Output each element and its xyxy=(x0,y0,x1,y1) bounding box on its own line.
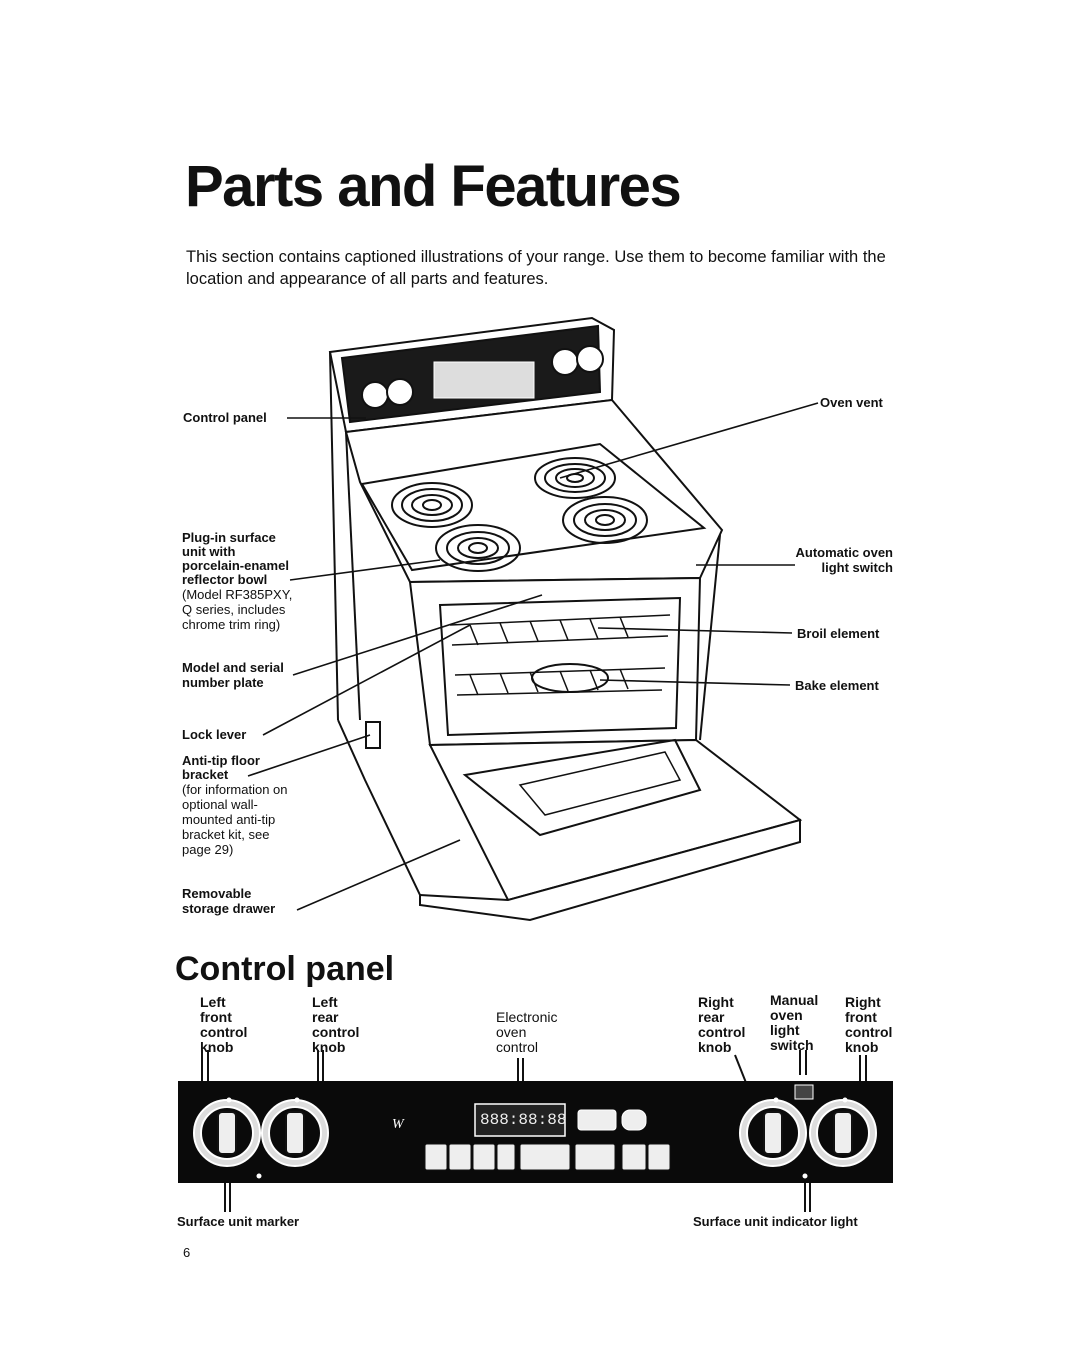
control-button-6 xyxy=(574,1143,616,1171)
oven-racks xyxy=(449,614,671,696)
label-model-2: number plate xyxy=(182,675,264,690)
control-button-8 xyxy=(647,1143,671,1171)
cp-right-front-line3: control xyxy=(845,1024,893,1040)
cp-manual-line3: light xyxy=(770,1022,800,1038)
label-antitip-note-5: page 29) xyxy=(182,842,234,857)
label-plugin-1: Plug-in surface xyxy=(182,530,276,545)
cp-right-front-line2: front xyxy=(845,1009,877,1025)
label-plugin-2: unit with xyxy=(182,544,236,559)
cp-manual-line1: Manual xyxy=(770,992,819,1008)
label-auto-light-1: Automatic oven xyxy=(795,545,893,560)
label-plugin-note-1: (Model RF385PXY, xyxy=(182,587,293,602)
electronic-display xyxy=(474,1103,566,1137)
cp-right-rear-line4: knob xyxy=(698,1039,732,1055)
storage-drawer xyxy=(419,818,801,922)
control-button-4 xyxy=(496,1143,516,1171)
cp-right-rear-line2: rear xyxy=(698,1009,725,1025)
burner-rear-left xyxy=(391,482,473,528)
control-button-3 xyxy=(472,1143,496,1171)
label-plugin-note-2: Q series, includes xyxy=(182,602,286,617)
anti-tip-bracket xyxy=(365,721,381,749)
cp-left-front-line1: Left xyxy=(200,994,226,1010)
cp-left-front-line3: control xyxy=(200,1024,248,1040)
cp-electronic-line1: Electronic xyxy=(496,1009,558,1025)
cp-manual-line4: switch xyxy=(770,1037,814,1053)
label-drawer-1: Removable xyxy=(182,886,252,901)
label-auto-light-2: light switch xyxy=(821,560,894,575)
label-antitip-note-1: (for information on xyxy=(182,782,288,797)
page-title: Parts and Features xyxy=(185,154,682,219)
page-number: 6 xyxy=(183,1245,191,1260)
svg-text:W: W xyxy=(392,1117,405,1132)
cooktop-surface xyxy=(360,442,707,572)
control-button-top-2 xyxy=(621,1109,647,1131)
cp-right-front-line1: Right xyxy=(845,994,881,1010)
control-button-7 xyxy=(621,1143,647,1171)
label-antitip-2: bracket xyxy=(182,767,229,782)
control-button-1 xyxy=(424,1143,448,1171)
cp-label-right-rear: Right rear control knob xyxy=(698,995,745,1055)
label-lock-lever: Lock lever xyxy=(182,727,247,742)
cp-left-rear-line1: Left xyxy=(312,994,338,1010)
cp-right-rear-line3: control xyxy=(698,1024,746,1040)
burner-front-right xyxy=(562,496,648,544)
cp-left-rear-line4: knob xyxy=(312,1039,346,1055)
control-button-2 xyxy=(448,1143,472,1171)
control-button-5 xyxy=(519,1143,571,1171)
knob-right-front xyxy=(809,1099,877,1167)
label-plugin-note-3: chrome trim ring) xyxy=(182,617,281,632)
cp-left-rear-line2: rear xyxy=(312,1009,339,1025)
electronic-oven-control: W xyxy=(392,1103,671,1171)
cp-label-manual-light: Manual oven light switch xyxy=(770,993,818,1053)
cp-right-front-line4: knob xyxy=(845,1039,879,1055)
backguard-knob-right-2 xyxy=(576,345,604,373)
backguard-knob-left-2 xyxy=(386,378,414,406)
cp-manual-line2: oven xyxy=(770,1007,803,1023)
oven-door-window xyxy=(462,738,702,837)
indicator-light-dot xyxy=(802,1173,808,1179)
bake-element-loop xyxy=(531,663,609,693)
label-antitip-note-4: bracket kit, see xyxy=(182,827,270,842)
display-readout: 888:88:88 xyxy=(480,1111,567,1129)
cp-label-electronic: Electronic oven control xyxy=(496,1010,557,1055)
intro-paragraph: This section contains captioned illustra… xyxy=(186,248,886,288)
burner-front-left xyxy=(435,524,521,572)
cp-electronic-line2: oven xyxy=(496,1024,527,1040)
cp-label-right-front: Right front control knob xyxy=(845,995,892,1055)
knob-left-rear xyxy=(261,1099,329,1167)
cp-electronic-line3: control xyxy=(496,1039,539,1055)
label-bake-element: Bake element xyxy=(795,678,879,693)
label-antitip-note-2: optional wall- xyxy=(182,797,258,812)
cp-right-rear-line1: Right xyxy=(698,994,734,1010)
label-drawer-2: storage drawer xyxy=(182,901,276,916)
oven-cavity xyxy=(438,596,682,737)
label-model-1: Model and serial xyxy=(182,660,284,675)
cp-left-front-line2: front xyxy=(200,1009,232,1025)
manual-light-switch xyxy=(794,1084,814,1100)
label-antitip-1: Anti-tip floor xyxy=(182,753,260,768)
label-surface-indicator-light: Surface unit indicator light xyxy=(693,1214,858,1229)
burner-rear-right xyxy=(534,457,616,499)
cp-left-rear-line3: control xyxy=(312,1024,360,1040)
label-plugin-3: porcelain-enamel xyxy=(182,558,289,573)
knob-left-front xyxy=(193,1099,261,1167)
control-button-top-1 xyxy=(577,1109,617,1131)
label-control-panel: Control panel xyxy=(183,410,267,425)
cp-label-left-rear: Left rear control knob xyxy=(312,995,359,1055)
knob-right-rear xyxy=(739,1099,807,1167)
label-oven-vent: Oven vent xyxy=(820,395,883,410)
label-plugin-4: reflector bowl xyxy=(182,572,268,587)
label-antitip-note-3: mounted anti-tip xyxy=(182,812,276,827)
backguard-display xyxy=(433,361,535,399)
label-surface-unit-marker: Surface unit marker xyxy=(177,1214,300,1229)
label-broil-element: Broil element xyxy=(797,626,880,641)
control-panel-heading: Control panel xyxy=(175,950,395,988)
